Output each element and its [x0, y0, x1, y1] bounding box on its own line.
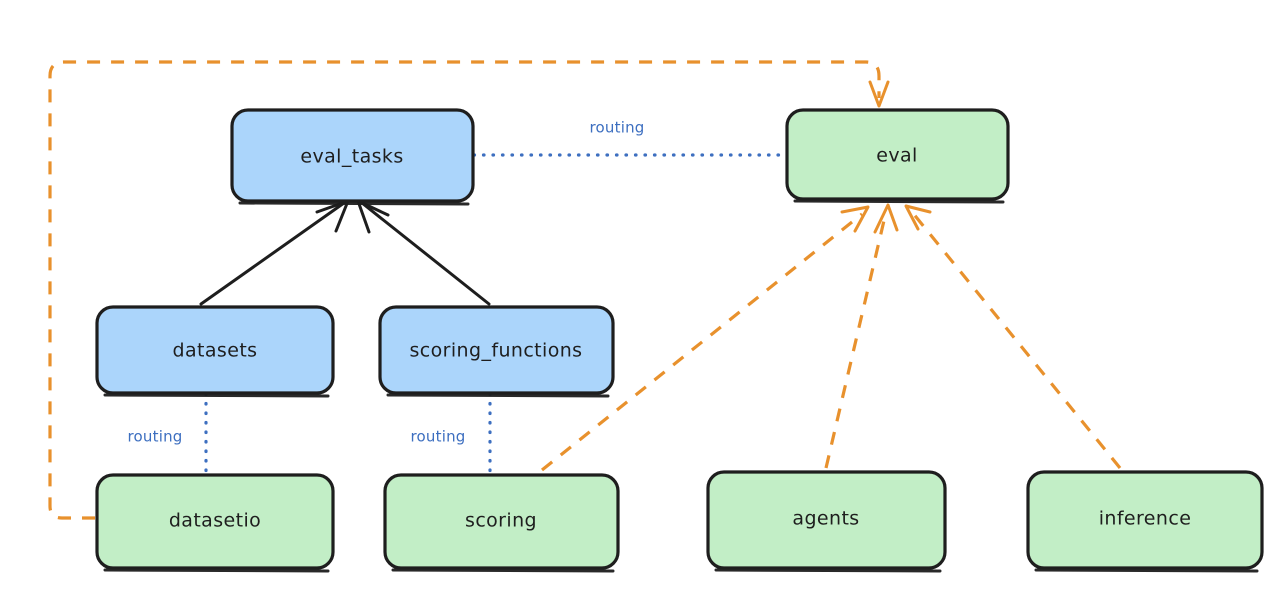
node-agents-label: agents	[792, 508, 859, 530]
edge-datasets-to-eval_tasks[interactable]	[199, 199, 350, 306]
node-eval-shadow	[793, 199, 1005, 204]
node-scoring_functions-box	[378, 305, 615, 395]
node-datasetio-box	[95, 473, 335, 570]
node-datasetio-shadow	[103, 568, 330, 573]
node-layer: eval_tasks eval datasets scoring_functio…	[95, 108, 1264, 573]
edge-label-routing-datasets-datasetio: routing	[128, 428, 183, 446]
node-scoring-label: scoring	[465, 510, 537, 532]
node-datasets[interactable]: datasets	[95, 305, 335, 398]
edge-inference-to-eval-arrowhead	[904, 204, 932, 231]
node-eval_tasks[interactable]: eval_tasks	[230, 108, 475, 206]
edge-agents-to-eval[interactable]	[824, 203, 899, 469]
node-agents-shadow	[714, 568, 942, 573]
edge-datasets-to-eval_tasks-line	[199, 201, 346, 306]
node-agents-box	[706, 470, 947, 570]
node-inference-box	[1026, 470, 1264, 570]
edge-datasetio-to-eval-arrowhead	[868, 80, 890, 108]
node-datasets-box	[95, 305, 335, 395]
node-datasets-shadow	[103, 393, 330, 398]
edge-agents-to-eval-line	[824, 211, 888, 469]
node-inference[interactable]: inference	[1026, 470, 1264, 573]
node-scoring-shadow	[391, 568, 615, 573]
node-eval_tasks-box	[230, 108, 475, 203]
edge-inference-to-eval-line	[910, 210, 1122, 470]
node-scoring-box	[383, 473, 620, 570]
node-eval-box	[785, 108, 1010, 201]
edge-inference-to-eval[interactable]	[904, 204, 1122, 470]
node-eval_tasks-shadow	[238, 201, 470, 206]
edge-label-layer: routing routing routing	[128, 119, 645, 446]
node-scoring_functions[interactable]: scoring_functions	[378, 305, 615, 398]
node-scoring_functions-shadow	[386, 393, 610, 398]
node-eval_tasks-label: eval_tasks	[300, 146, 403, 168]
edge-agents-to-eval-arrowhead	[873, 203, 899, 234]
node-scoring[interactable]: scoring	[383, 473, 620, 573]
edge-scoring-to-eval[interactable]	[541, 205, 870, 472]
edge-label-routing-eval-tasks-eval: routing	[590, 119, 645, 137]
node-inference-label: inference	[1099, 508, 1192, 530]
edge-datasetio-to-eval[interactable]	[48, 60, 890, 520]
node-agents[interactable]: agents	[706, 470, 947, 573]
node-datasets-label: datasets	[173, 340, 258, 362]
edge-label-routing-scoring-functions-scoring: routing	[411, 428, 466, 446]
edge-layer	[48, 60, 1122, 520]
node-eval-label: eval	[876, 145, 917, 167]
node-datasetio-label: datasetio	[169, 510, 261, 532]
edge-scoring_functions-to-eval_tasks-arrowhead	[356, 199, 390, 234]
node-inference-shadow	[1034, 568, 1259, 573]
edge-scoring-to-eval-arrowhead	[840, 205, 870, 233]
node-datasetio[interactable]: datasetio	[95, 473, 335, 573]
edge-datasets-to-eval_tasks-arrowhead	[315, 199, 350, 233]
node-eval[interactable]: eval	[785, 108, 1010, 204]
edge-scoring-to-eval-line	[541, 212, 863, 472]
edge-scoring_functions-to-eval_tasks[interactable]	[356, 199, 491, 306]
node-scoring_functions-label: scoring_functions	[410, 340, 583, 362]
edge-scoring_functions-to-eval_tasks-line	[360, 201, 491, 306]
